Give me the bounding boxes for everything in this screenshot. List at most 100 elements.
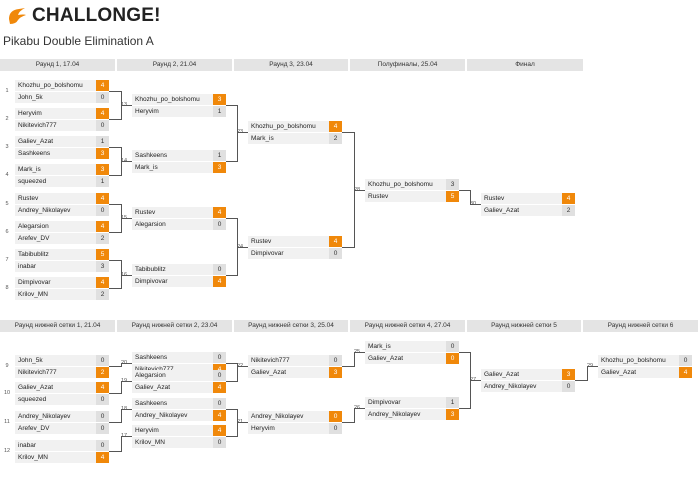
- score-badge: 4: [96, 193, 109, 204]
- match-number: 1: [5, 88, 9, 94]
- participant-name: Arefev_DV: [18, 425, 50, 432]
- connector-line: [121, 275, 132, 276]
- connector-line: [121, 363, 132, 364]
- score-badge: 2: [96, 367, 109, 378]
- connector-line: [121, 409, 132, 410]
- participant-slot[interactable]: Nikitevich7774: [132, 364, 226, 375]
- score-badge: 0: [329, 355, 342, 366]
- score-badge: 4: [96, 452, 109, 463]
- score-badge: 2: [96, 233, 109, 244]
- connector-line: [226, 381, 237, 382]
- score-badge: 5: [446, 191, 459, 202]
- connector-line: [354, 408, 365, 409]
- connector-line: [575, 380, 587, 381]
- score-badge: 3: [446, 409, 459, 420]
- participant-name: Rustev: [18, 195, 39, 202]
- score-badge: 0: [213, 398, 226, 409]
- participant-slot[interactable]: Rustev 5: [365, 191, 459, 202]
- participant-name: Sashkeens: [135, 354, 168, 361]
- losers-round-header: Раунд нижней сетки 4, 27.04: [350, 320, 465, 332]
- participant-name: Andrey_Nikolayev: [484, 383, 537, 390]
- participant-name: Khozhu_po_bolshomu: [368, 181, 433, 188]
- participant-name: Rustev: [251, 238, 272, 245]
- connector-line: [109, 119, 121, 120]
- connector-line: [354, 190, 365, 191]
- participant-name: Andrey_Nikolayev: [18, 413, 71, 420]
- connector-line: [470, 190, 471, 205]
- participant-name: Rustev: [368, 193, 389, 200]
- participant-name: John_5k: [18, 357, 43, 364]
- connector-line: [237, 132, 248, 133]
- connector-line: [342, 132, 354, 133]
- match-number: 9: [5, 363, 9, 369]
- participant-name: Galiev_Azat: [484, 207, 520, 214]
- score-badge: 0: [679, 355, 692, 366]
- challonge-logo[interactable]: CHALLONGE!: [6, 4, 161, 28]
- participant-name: Nikitevich777: [18, 122, 57, 129]
- connector-line: [109, 260, 121, 261]
- participant-name: Galiev_Azat: [484, 371, 520, 378]
- participant-slot[interactable]: Rustev 4: [15, 193, 109, 204]
- connector-line: [237, 366, 248, 367]
- match-number: 11: [4, 419, 10, 425]
- participant-name: Alegarsion: [135, 221, 166, 228]
